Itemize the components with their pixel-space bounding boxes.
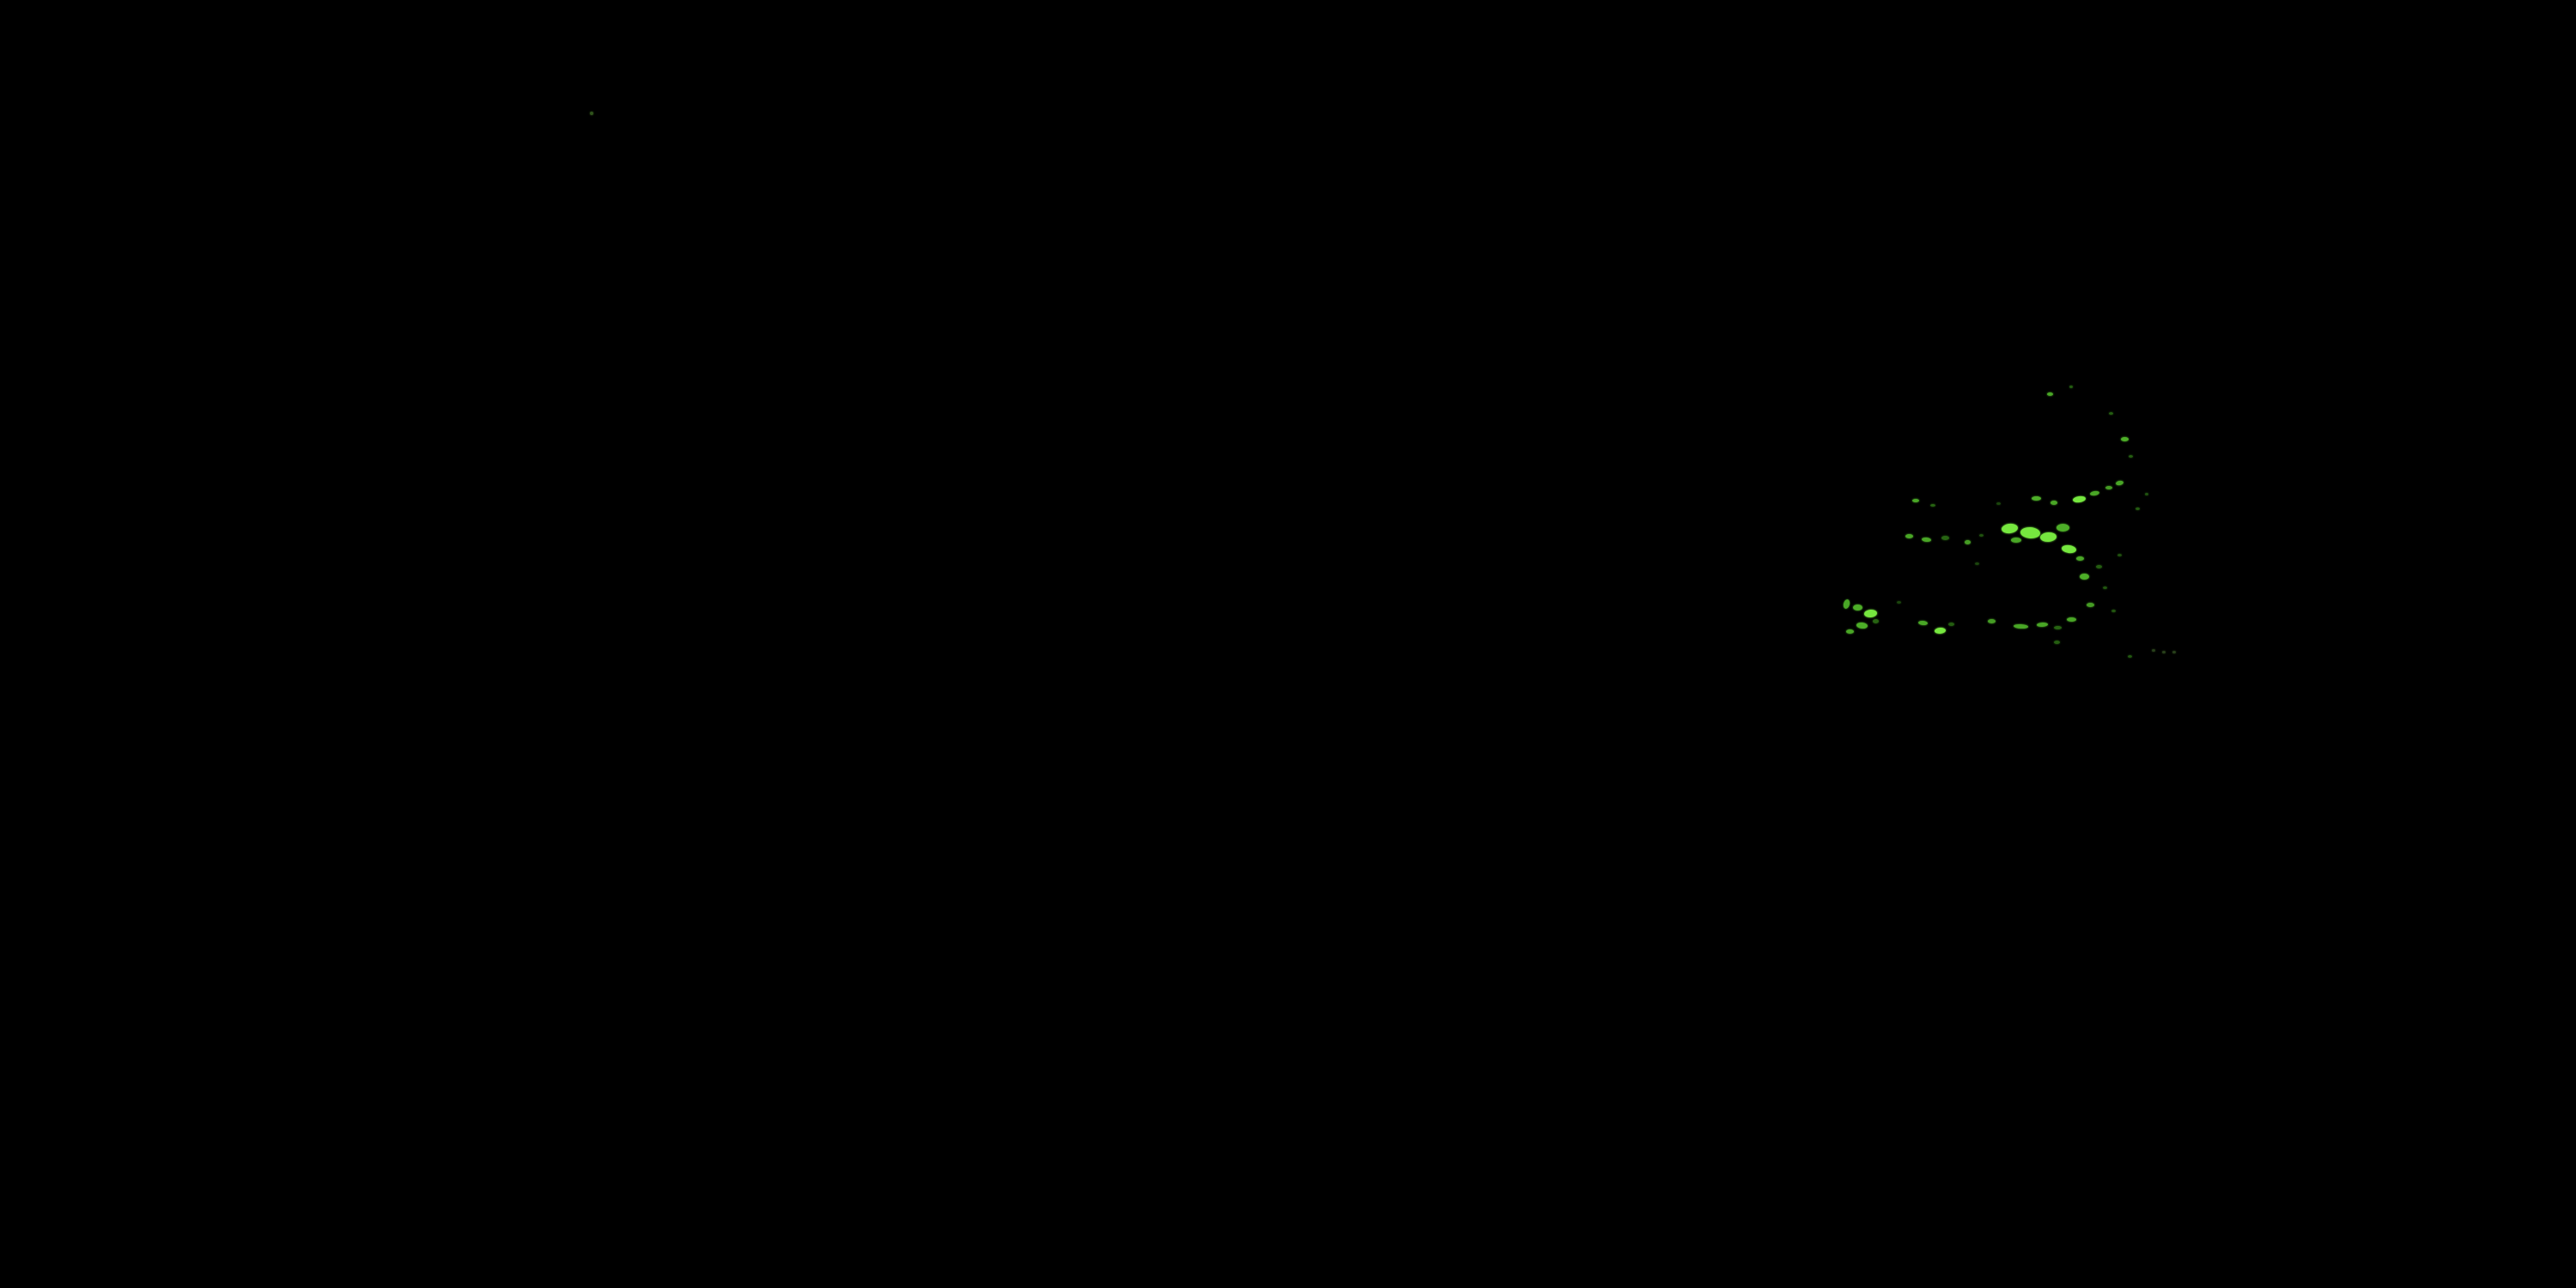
green-speck [1941, 536, 1949, 540]
green-speck [1853, 605, 1862, 611]
green-speck [1897, 601, 1901, 604]
green-speck [2117, 554, 2122, 556]
green-speck [2115, 480, 2124, 486]
green-speck [2089, 490, 2100, 496]
green-speck [2087, 603, 2094, 607]
green-speck [2129, 455, 2133, 458]
green-speck [2121, 437, 2129, 441]
green-speck [2013, 623, 2029, 629]
green-speck [1930, 504, 1935, 507]
green-speck [2172, 651, 2176, 653]
green-speck [2039, 532, 2057, 543]
green-speck [2162, 651, 2166, 653]
green-speck [1934, 627, 1947, 635]
green-speck [2111, 610, 2116, 612]
green-speck [1905, 534, 1913, 538]
green-speck [1979, 534, 1984, 537]
green-speck [2047, 392, 2053, 396]
green-speck [2032, 496, 2041, 501]
green-speck [2109, 412, 2113, 415]
green-speck [1846, 629, 1854, 634]
green-speck [1975, 562, 1979, 565]
green-speck [2057, 524, 2069, 532]
green-speck [2076, 556, 2084, 561]
green-speck [1873, 619, 1879, 623]
green-speck [2001, 523, 2019, 534]
green-speck [2069, 386, 2073, 388]
green-speck [1948, 623, 1954, 626]
green-speck [2050, 501, 2057, 505]
green-speck [1912, 499, 1919, 502]
green-speck [1917, 620, 1929, 626]
green-speck [1842, 598, 1851, 610]
green-speck [2011, 538, 2021, 543]
green-speck [1965, 540, 1971, 544]
green-speck [1863, 609, 1878, 618]
green-speck [2072, 495, 2087, 504]
green-speck [2145, 493, 2148, 495]
green-speck [2020, 526, 2041, 539]
green-speck [1856, 622, 1868, 629]
green-speck [1996, 502, 2001, 505]
green-speck [2080, 574, 2089, 580]
green-speck [2036, 622, 2049, 628]
green-speck [2067, 617, 2076, 622]
green-speck [2152, 649, 2155, 652]
green-speck [2136, 507, 2140, 510]
green-speck [2096, 565, 2102, 568]
green-speck [2054, 626, 2062, 629]
green-speck [2128, 655, 2132, 658]
green-speck [590, 112, 593, 115]
green-speck [2105, 486, 2112, 489]
green-speck [1921, 537, 1932, 543]
green-speck [1988, 619, 1996, 623]
green-speck [2054, 641, 2060, 644]
green-speck [2103, 586, 2107, 589]
green-speck [2061, 544, 2077, 555]
